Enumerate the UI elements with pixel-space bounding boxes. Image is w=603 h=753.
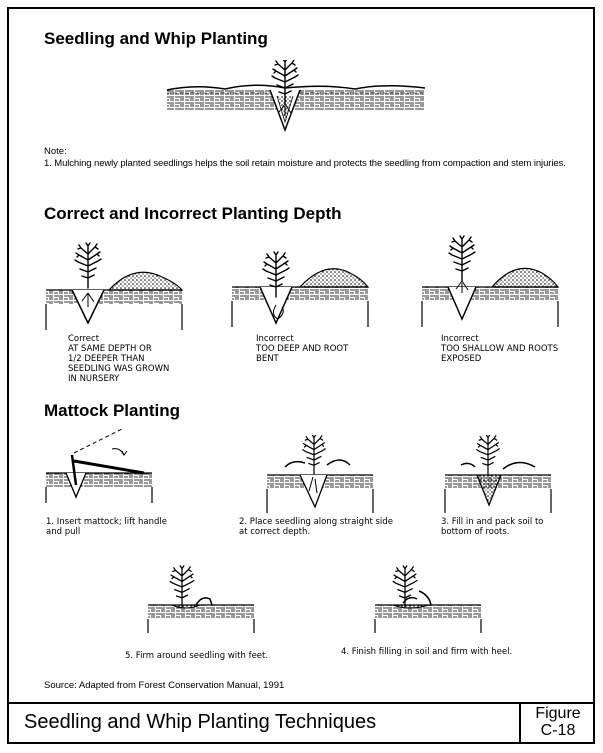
mattock-step-3-caption: 3. Fill in and pack soil to bottom of ro…: [441, 517, 544, 537]
section-title-depth: Correct and Incorrect Planting Depth: [44, 204, 342, 223]
section-title-mattock: Mattock Planting: [44, 401, 181, 420]
mattock-step-1-caption: 1. Insert mattock; lift handle and pull: [46, 517, 167, 537]
depth-too-deep-illustration: [231, 251, 370, 327]
section-title-seedling: Seedling and Whip Planting: [44, 29, 268, 48]
source-citation: Source: Adapted from Forest Conservation…: [44, 680, 285, 691]
mattock-step-5-caption: 5. Firm around seedling with feet.: [125, 651, 269, 661]
mattock-step-1-illustration: [45, 428, 153, 503]
mattock-step-4-caption: 4. Finish filling in soil and firm with …: [341, 647, 513, 657]
figure-number: C-18: [540, 722, 576, 739]
mattock-step-4-illustration: [374, 565, 482, 633]
depth-caption-too-shallow: Incorrect TOO SHALLOW AND ROOTS EXPOSED: [441, 334, 559, 364]
page-frame: [7, 7, 595, 744]
note-text: 1. Mulching newly planted seedlings help…: [44, 158, 566, 169]
figure-label: Figure C-18: [521, 705, 595, 739]
depth-caption-correct: Correct AT SAME DEPTH OR 1/2 DEEPER THAN…: [68, 334, 170, 384]
note-label: Note:: [44, 146, 67, 157]
mattock-step-2-caption: 2. Place seedling along straight side at…: [239, 517, 393, 537]
boot-icon: [195, 597, 213, 606]
footer-divider: [7, 702, 595, 704]
footer-separator: [519, 702, 521, 744]
seedling-planting-illustration: [166, 60, 426, 133]
mattock-step-5-illustration: [147, 565, 255, 633]
mattock-step-2-illustration: [266, 435, 374, 513]
footer-title: Seedling and Whip Planting Techniques: [24, 711, 377, 733]
depth-too-shallow-illustration: [421, 235, 560, 327]
depth-correct-illustration: [45, 242, 184, 330]
depth-caption-too-deep: Incorrect TOO DEEP AND ROOT BENT: [256, 334, 349, 364]
mattock-step-3-illustration: [444, 435, 552, 513]
figure-label-word: Figure: [535, 705, 581, 722]
mattock-icon: [70, 454, 145, 486]
